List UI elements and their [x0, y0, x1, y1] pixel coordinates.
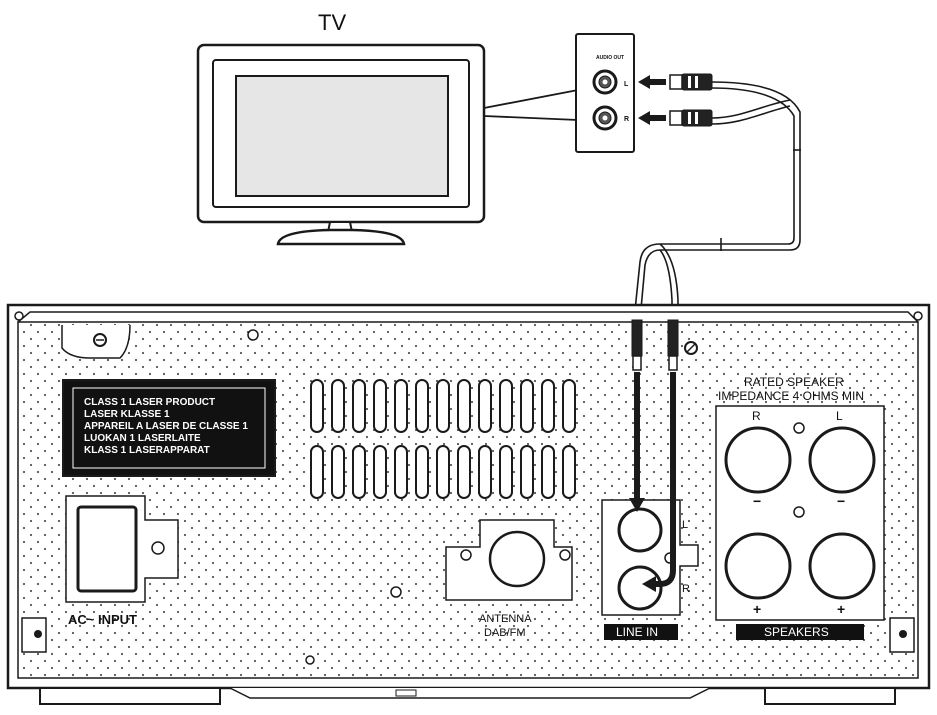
line-in-label: LINE IN — [616, 625, 658, 639]
tv-label: TV — [318, 10, 346, 35]
line-in-right-jack — [617, 565, 663, 611]
screw — [247, 329, 259, 341]
vent-slot — [436, 445, 450, 499]
speaker-rating-line1: RATED SPEAKER — [744, 375, 844, 389]
vent-slot — [310, 445, 324, 499]
side-clip-left — [21, 617, 47, 653]
vent-slot — [436, 379, 450, 433]
tv-audio-out-label: AUDIO OUT — [596, 55, 624, 61]
speaker-r-minus-sign: − — [753, 493, 761, 509]
vent-slot — [499, 445, 513, 499]
vent-slot — [394, 379, 408, 433]
vent-slot — [541, 445, 555, 499]
speaker-r-plus-sign: + — [753, 601, 761, 617]
rca-plugs-tv-side — [669, 73, 713, 127]
speaker-r-minus-terminal — [724, 426, 792, 494]
line-in-label-plate — [604, 624, 678, 640]
foot-right — [764, 687, 896, 705]
tv-jack-right-label: R — [624, 116, 629, 123]
foot-left — [39, 687, 221, 705]
antenna-terminal — [445, 519, 573, 601]
tv-illustration — [196, 43, 579, 246]
laser-line-2: LASER KLASSE 1 — [84, 409, 170, 420]
vent-slot — [457, 445, 471, 499]
tv-jack-left — [592, 69, 618, 95]
speaker-r-plus-terminal — [724, 532, 792, 600]
laser-line-1: CLASS 1 LASER PRODUCT — [84, 397, 215, 408]
vent-slot — [394, 445, 408, 499]
laser-line-5: KLASS 1 LASERAPPARAT — [84, 445, 210, 456]
speaker-right-label: R — [752, 409, 761, 423]
tv-audio-out-panel: AUDIO OUT L R — [575, 33, 635, 153]
line-in-left-jack — [617, 507, 663, 553]
tv-screen — [235, 75, 449, 197]
speaker-l-plus-sign: + — [837, 601, 845, 617]
vent-slot — [415, 379, 429, 433]
vent-slot — [520, 379, 534, 433]
vent-slot — [373, 379, 387, 433]
vent-slot — [478, 445, 492, 499]
speaker-terminals — [715, 405, 885, 621]
ac-input-label: AC~ INPUT — [68, 612, 137, 627]
speaker-left-label: L — [836, 409, 843, 423]
speakers-label: SPEAKERS — [764, 625, 829, 639]
vent-slot — [415, 445, 429, 499]
vent-slot — [478, 379, 492, 433]
rca-plugs-unit-side — [631, 319, 679, 371]
vent-slot — [562, 379, 576, 433]
speaker-l-minus-sign: − — [837, 493, 845, 509]
line-in-left-label: L — [682, 519, 688, 531]
audio-cable — [633, 81, 801, 321]
speakers-label-plate — [736, 624, 864, 640]
screw — [305, 655, 315, 665]
vent-slot — [457, 379, 471, 433]
vent-slot — [331, 379, 345, 433]
arrows-into-line-in — [634, 372, 676, 587]
vent-slot — [373, 445, 387, 499]
antenna-band-label: DAB/FM — [484, 627, 526, 639]
speaker-l-plus-terminal — [808, 532, 876, 600]
antenna-label: ANTENNA — [479, 613, 532, 625]
vent-slot — [520, 445, 534, 499]
speaker-rating-line2: IMPEDANCE 4 OHMS MIN — [718, 389, 864, 403]
tv-jack-right — [592, 105, 618, 131]
screw — [390, 586, 402, 598]
vent-slot — [541, 379, 555, 433]
vent-slot — [352, 445, 366, 499]
vent-slot — [562, 445, 576, 499]
laser-warning-label: CLASS 1 LASER PRODUCT LASER KLASSE 1 APP… — [62, 379, 276, 477]
vent-slot — [499, 379, 513, 433]
line-in-right-label: R — [682, 583, 690, 595]
ventilation-slots — [310, 379, 576, 499]
laser-line-4: LUOKAN 1 LASERLAITE — [84, 433, 201, 444]
tv-jack-left-label: L — [624, 81, 629, 88]
speaker-l-minus-terminal — [808, 426, 876, 494]
vent-slot — [352, 379, 366, 433]
arrow-into-tv-jacks — [638, 75, 666, 125]
ac-input-socket — [65, 495, 179, 603]
vent-slot — [310, 379, 324, 433]
vent-slot — [331, 445, 345, 499]
laser-line-3: APPAREIL A LASER DE CLASSE 1 — [84, 421, 248, 432]
